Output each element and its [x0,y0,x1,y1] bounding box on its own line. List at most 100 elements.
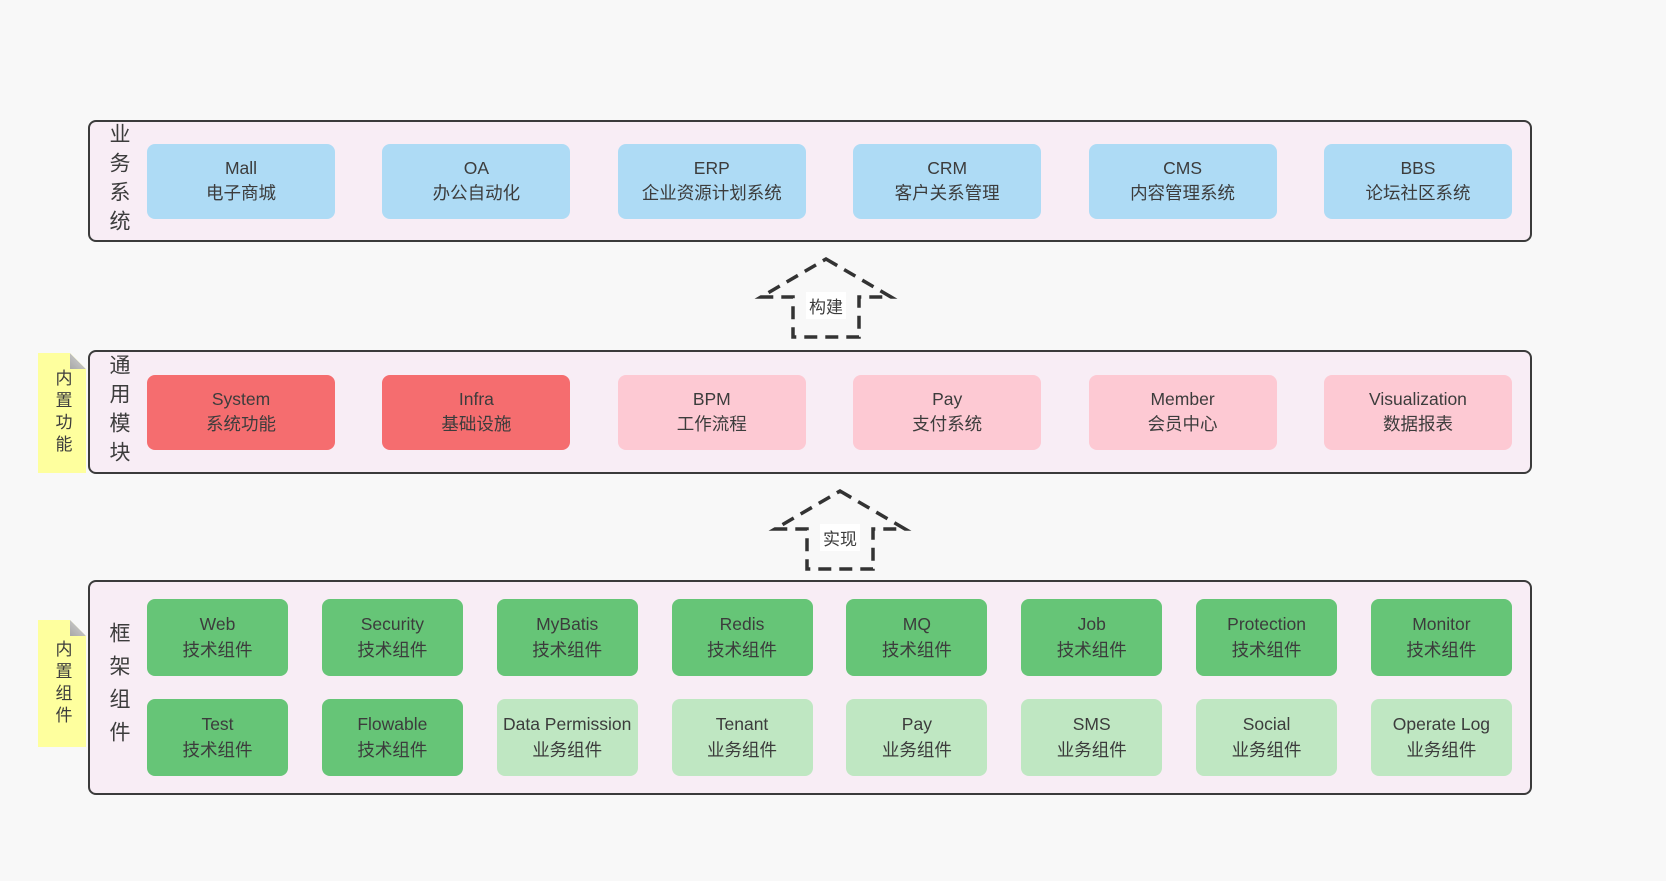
box-job: Job 技术组件 [1021,599,1163,676]
box-sms: SMS 业务组件 [1021,699,1163,776]
box-title: Flowable [357,714,428,735]
box-subtitle: 系统功能 [206,414,276,434]
box-subtitle: 会员中心 [1147,414,1218,434]
box-title: Monitor [1412,614,1471,635]
folded-corner-icon [70,353,86,369]
box-subtitle: 技术组件 [182,639,253,660]
box-subtitle: 技术组件 [881,639,952,660]
box-subtitle: 业务组件 [532,739,603,760]
box-subtitle: 基础设施 [441,414,512,434]
arrow-build-label: 构建 [806,292,846,319]
box-title: MyBatis [536,614,599,635]
box-pay: Pay 支付系统 [853,374,1042,450]
box-title: BBS [1400,157,1436,178]
sticky-note-built-in-components: 内置组件 [38,620,86,747]
band-label-framework-components: 框架组件 [107,621,130,754]
box-title: Tenant [715,714,769,735]
box-subtitle: 技术组件 [1231,639,1302,660]
box-subtitle: 内容管理系统 [1130,183,1236,203]
box-title: Data Permission [502,714,632,735]
box-title: Job [1077,614,1106,635]
box-mall: Mall 电子商城 [147,143,335,219]
box-title: Visualization [1368,388,1467,409]
box-bpm: BPM 工作流程 [617,374,806,450]
box-subtitle: 技术组件 [1056,639,1127,660]
box-subtitle: 业务组件 [1056,739,1127,760]
box-visualization: Visualization 数据报表 [1323,374,1512,450]
box-oa: OA 办公自动化 [382,143,571,219]
box-bbs: BBS 论坛社区系统 [1323,143,1512,219]
box-title: Web [199,614,236,635]
box-title: Protection [1227,614,1306,635]
box-title: Operate Log [1392,714,1491,735]
box-crm: CRM 客户关系管理 [853,143,1042,219]
box-title: MQ [902,614,931,635]
box-title: Social [1242,714,1291,735]
box-data-permission: Data Permission 业务组件 [496,699,638,776]
box-operate-log: Operate Log 业务组件 [1370,699,1512,776]
arrow-build: 构建 [754,256,898,340]
box-title: Pay [901,714,932,735]
up-block-arrow-icon [768,488,912,571]
box-subtitle: 工作流程 [676,414,747,434]
box-subtitle: 客户关系管理 [894,183,1000,203]
box-subtitle: 技术组件 [707,639,778,660]
box-tenant: Tenant 业务组件 [671,699,813,776]
box-title: CMS [1163,157,1202,178]
box-subtitle: 业务组件 [1406,739,1477,760]
band-label-business-systems: 业务系统 [107,123,130,239]
box-subtitle: 电子商城 [206,183,276,203]
box-subtitle: 业务组件 [707,739,778,760]
box-flowable: Flowable 技术组件 [321,699,463,776]
band-label-common-modules: 通用模块 [107,354,130,470]
box-member: Member 会员中心 [1088,374,1277,450]
box-subtitle: 企业资源计划系统 [641,183,782,203]
box-title: Pay [932,388,963,409]
arrow-implement: 实现 [768,488,912,572]
up-block-arrow-icon [754,256,898,339]
box-protection: Protection 技术组件 [1196,599,1338,676]
box-title: Mall [224,157,258,178]
box-redis: Redis 技术组件 [671,599,813,676]
box-test: Test 技术组件 [147,699,288,776]
folded-corner-icon [70,620,86,636]
box-title: BPM [692,388,731,409]
box-title: SMS [1072,714,1111,735]
sticky-note-label: 内置组件 [52,639,72,728]
box-title: Test [201,714,234,735]
box-mybatis: MyBatis 技术组件 [496,599,638,676]
box-system: System 系统功能 [147,374,335,450]
box-subtitle: 技术组件 [532,639,603,660]
box-subtitle: 技术组件 [357,639,428,660]
box-title: System [211,388,271,409]
box-subtitle: 办公自动化 [432,183,521,203]
box-subtitle: 论坛社区系统 [1365,183,1471,203]
box-mq: MQ 技术组件 [846,599,988,676]
sticky-note-built-in-features: 内置功能 [38,353,86,473]
box-subtitle: 技术组件 [357,739,428,760]
box-subtitle: 技术组件 [182,739,253,760]
box-social: Social 业务组件 [1196,699,1338,776]
box-subtitle: 支付系统 [912,414,983,434]
box-security: Security 技术组件 [321,599,463,676]
box-title: Member [1150,388,1215,409]
box-title: OA [463,157,490,178]
sticky-note-label: 内置功能 [52,369,72,457]
box-subtitle: 数据报表 [1382,414,1453,434]
box-subtitle: 业务组件 [1231,739,1302,760]
box-title: CRM [927,157,968,178]
box-web: Web 技术组件 [147,599,288,676]
box-title: Security [360,614,424,635]
arrow-implement-label: 实现 [820,524,860,551]
box-title: Redis [719,614,765,635]
